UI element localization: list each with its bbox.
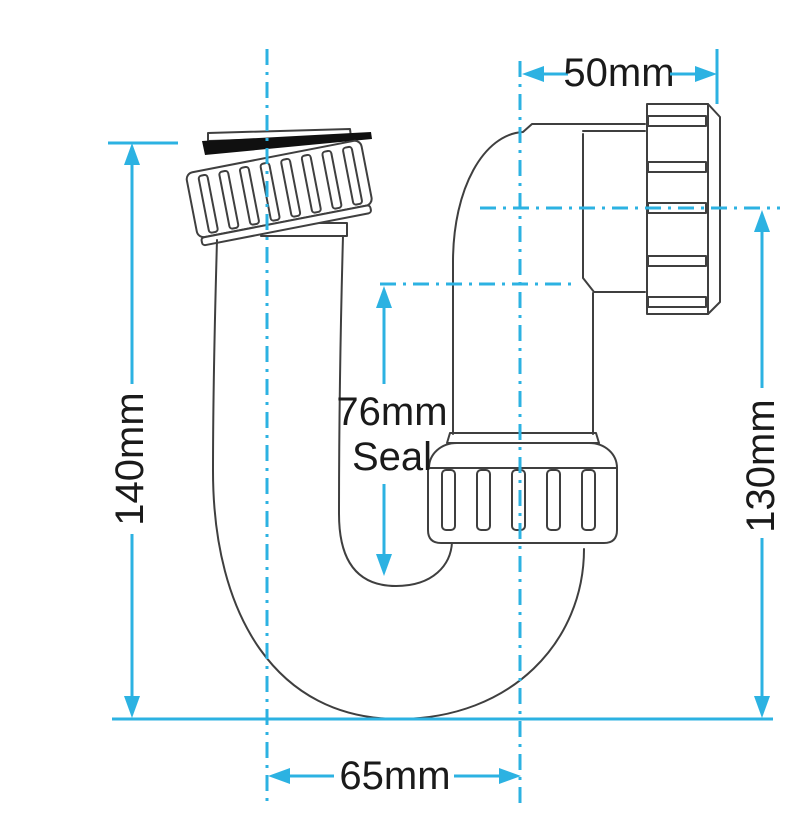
union-nut <box>427 432 618 544</box>
drawing-canvas: 140mm 130mm 50mm 65mm <box>108 49 783 806</box>
arrow-down-icon <box>754 696 770 718</box>
dimension-outlet-height: 130mm <box>739 210 783 718</box>
union-nut-body <box>427 467 618 544</box>
dimension-overall-height: 140mm <box>108 143 152 718</box>
arrow-right-icon <box>499 768 521 784</box>
arrow-up-icon <box>124 143 140 165</box>
union-nut-dome <box>428 442 618 469</box>
arrow-up-icon <box>376 286 392 308</box>
union-flange <box>446 432 600 444</box>
dim-label-outlet-height: 130mm <box>739 399 783 532</box>
trap-outline <box>185 103 721 720</box>
dimension-trap-width: 65mm <box>268 754 521 798</box>
elbow-socket-edge <box>582 133 646 293</box>
p-trap-technical-drawing: 140mm 130mm 50mm 65mm <box>40 16 800 816</box>
dim-label-outlet-width: 50mm <box>563 51 674 95</box>
dimension-layer: 140mm 130mm 50mm 65mm <box>108 49 783 806</box>
arrow-down-icon <box>376 554 392 576</box>
dimension-outlet-width: 50mm <box>522 51 717 95</box>
outlet-elbow <box>452 123 646 435</box>
inlet-seal-washer-icon <box>202 132 372 155</box>
outlet-nut-ribs <box>647 115 707 308</box>
u-bend-outer-wall <box>212 239 585 720</box>
u-bend-inner-wall <box>338 235 453 587</box>
elbow-outer-curve <box>452 123 646 435</box>
dim-label-water-seal-value: 76mm <box>336 390 447 434</box>
arrow-left-icon <box>268 768 290 784</box>
dim-label-water-seal-word: Seal <box>352 435 432 479</box>
dim-label-overall-height: 140mm <box>108 392 152 525</box>
dimension-water-seal: 76mm Seal <box>336 286 448 576</box>
arrow-down-icon <box>124 696 140 718</box>
dim-label-trap-width: 65mm <box>339 754 450 798</box>
arrow-up-icon <box>754 210 770 232</box>
inlet-nut-lip <box>200 204 372 247</box>
arrow-left-icon <box>522 66 544 82</box>
arrow-right-icon <box>695 66 717 82</box>
